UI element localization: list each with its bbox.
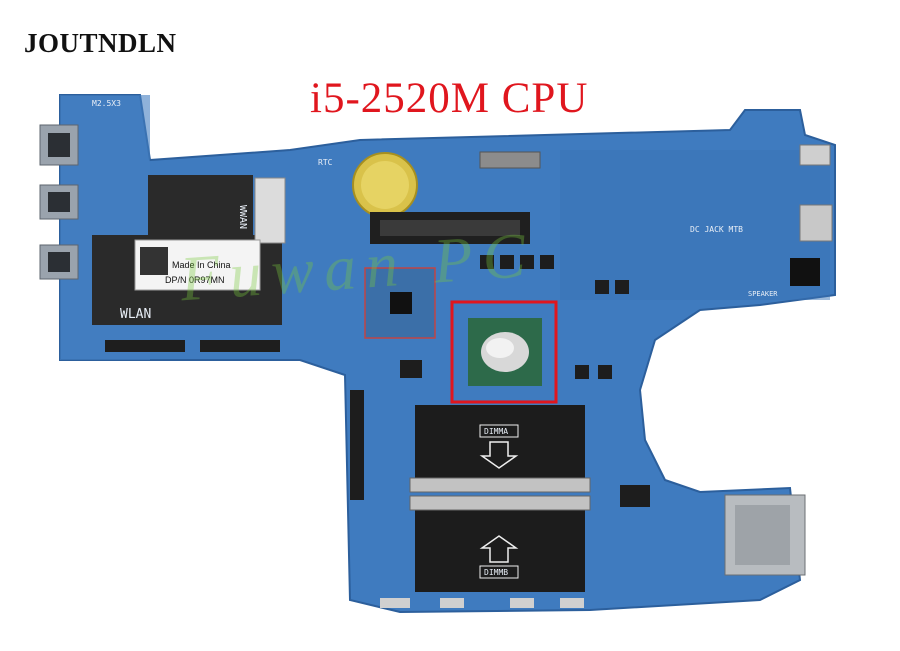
cpu-highlight-box (450, 300, 558, 404)
dimm-b-slot (415, 510, 585, 592)
sticker-made-in: Made In China (172, 260, 231, 270)
dimmb-label: DIMMB (484, 568, 508, 577)
wwan-heatsink (148, 175, 253, 235)
dimma-label: DIMMA (484, 427, 508, 436)
dc-jack-label: DC JACK MTB (690, 225, 743, 234)
m2-label: M2.5X3 (92, 99, 121, 108)
speaker-label: SPEAKER (748, 290, 778, 298)
dimm-a-slot (415, 405, 585, 485)
brand-name: JOUTNDLN (24, 28, 177, 58)
wlan-label: WLAN (120, 307, 151, 322)
rtc-label: RTC (318, 158, 333, 167)
product-headline: i5-2520M CPU (310, 75, 589, 122)
wwan-label: WWAN (237, 205, 248, 229)
sticker-dpn: DP/N 0R97MN (165, 275, 225, 285)
